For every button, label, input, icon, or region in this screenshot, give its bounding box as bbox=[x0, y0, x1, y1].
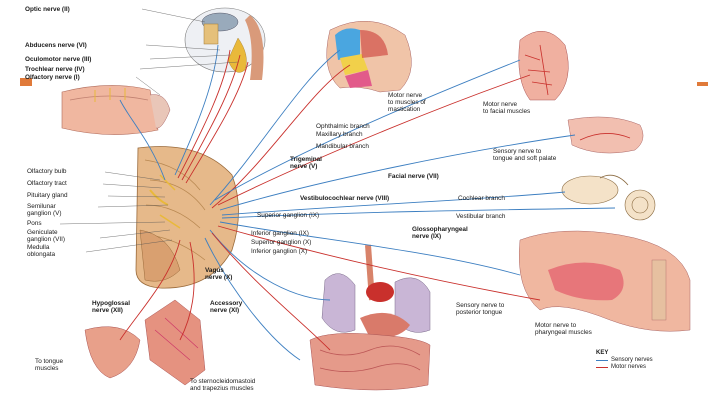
legend-motor-swatch bbox=[596, 367, 608, 368]
legend-key: KEY Sensory nerves Motor nerves bbox=[596, 350, 653, 371]
label-inferior-ganglion-ix: Inferior ganglion (IX) bbox=[251, 230, 309, 237]
label-optic-nerve: Optic nerve (II) bbox=[25, 6, 70, 13]
label-mandibular-branch: Mandibular branch bbox=[316, 143, 369, 150]
label-superior-ganglion-ix: Superior ganglion (IX) bbox=[257, 212, 320, 219]
legend-sensory-label: Sensory nerves bbox=[611, 357, 653, 363]
label-olfactory-nerve: Olfactory nerve (I) bbox=[25, 74, 80, 81]
tongue-palate-illustration bbox=[567, 116, 644, 154]
slide-accent-left bbox=[20, 78, 32, 86]
nerve-fibers bbox=[119, 44, 616, 361]
inner-ear-illustration bbox=[561, 174, 656, 221]
legend-title: KEY bbox=[596, 350, 609, 356]
label-cochlear-branch: Cochlear branch bbox=[458, 195, 505, 202]
head-sagittal-illustration bbox=[519, 230, 691, 332]
head-trigeminal-illustration bbox=[326, 20, 412, 93]
face-muscles-illustration bbox=[518, 31, 569, 101]
thoracic-organs-illustration bbox=[309, 244, 431, 391]
label-superior-ganglion-x: Superior ganglion (X) bbox=[251, 239, 312, 246]
legend-motor: Motor nerves bbox=[596, 364, 653, 371]
slide-accent-right bbox=[697, 82, 708, 86]
tongue-neck-muscles-illustration bbox=[84, 299, 206, 386]
leader-lines bbox=[59, 8, 239, 253]
label-maxillary-branch: Maxillary branch bbox=[316, 131, 363, 138]
label-ophthalmic-branch: Ophthalmic branch bbox=[316, 123, 370, 130]
label-oculomotor-nerve: Oculomotor nerve (III) bbox=[25, 56, 92, 63]
legend-motor-label: Motor nerves bbox=[611, 364, 647, 370]
legend-sensory: Sensory nerves bbox=[596, 357, 653, 364]
label-vestibular-branch: Vestibular branch bbox=[456, 213, 506, 220]
label-vestibulocochlear-nerve: Vestibulocochlear nerve (VIII) bbox=[300, 195, 390, 202]
label-olfactory-tract: Olfactory tract bbox=[27, 180, 67, 187]
label-pons: Pons bbox=[27, 220, 42, 227]
label-facial-nerve: Facial nerve (VII) bbox=[388, 173, 439, 180]
eye-orbit-illustration bbox=[184, 7, 266, 80]
label-inferior-ganglion-x: Inferior ganglion (X) bbox=[251, 248, 308, 255]
label-abducens-nerve: Abducens nerve (VI) bbox=[25, 42, 87, 49]
legend-sensory-swatch bbox=[596, 360, 608, 361]
label-olfactory-bulb: Olfactory bulb bbox=[27, 168, 67, 175]
label-pituitary-gland: Pituitary gland bbox=[27, 192, 68, 199]
label-trochlear-nerve: Trochlear nerve (IV) bbox=[25, 66, 85, 73]
nasal-cavity-illustration bbox=[61, 85, 171, 135]
